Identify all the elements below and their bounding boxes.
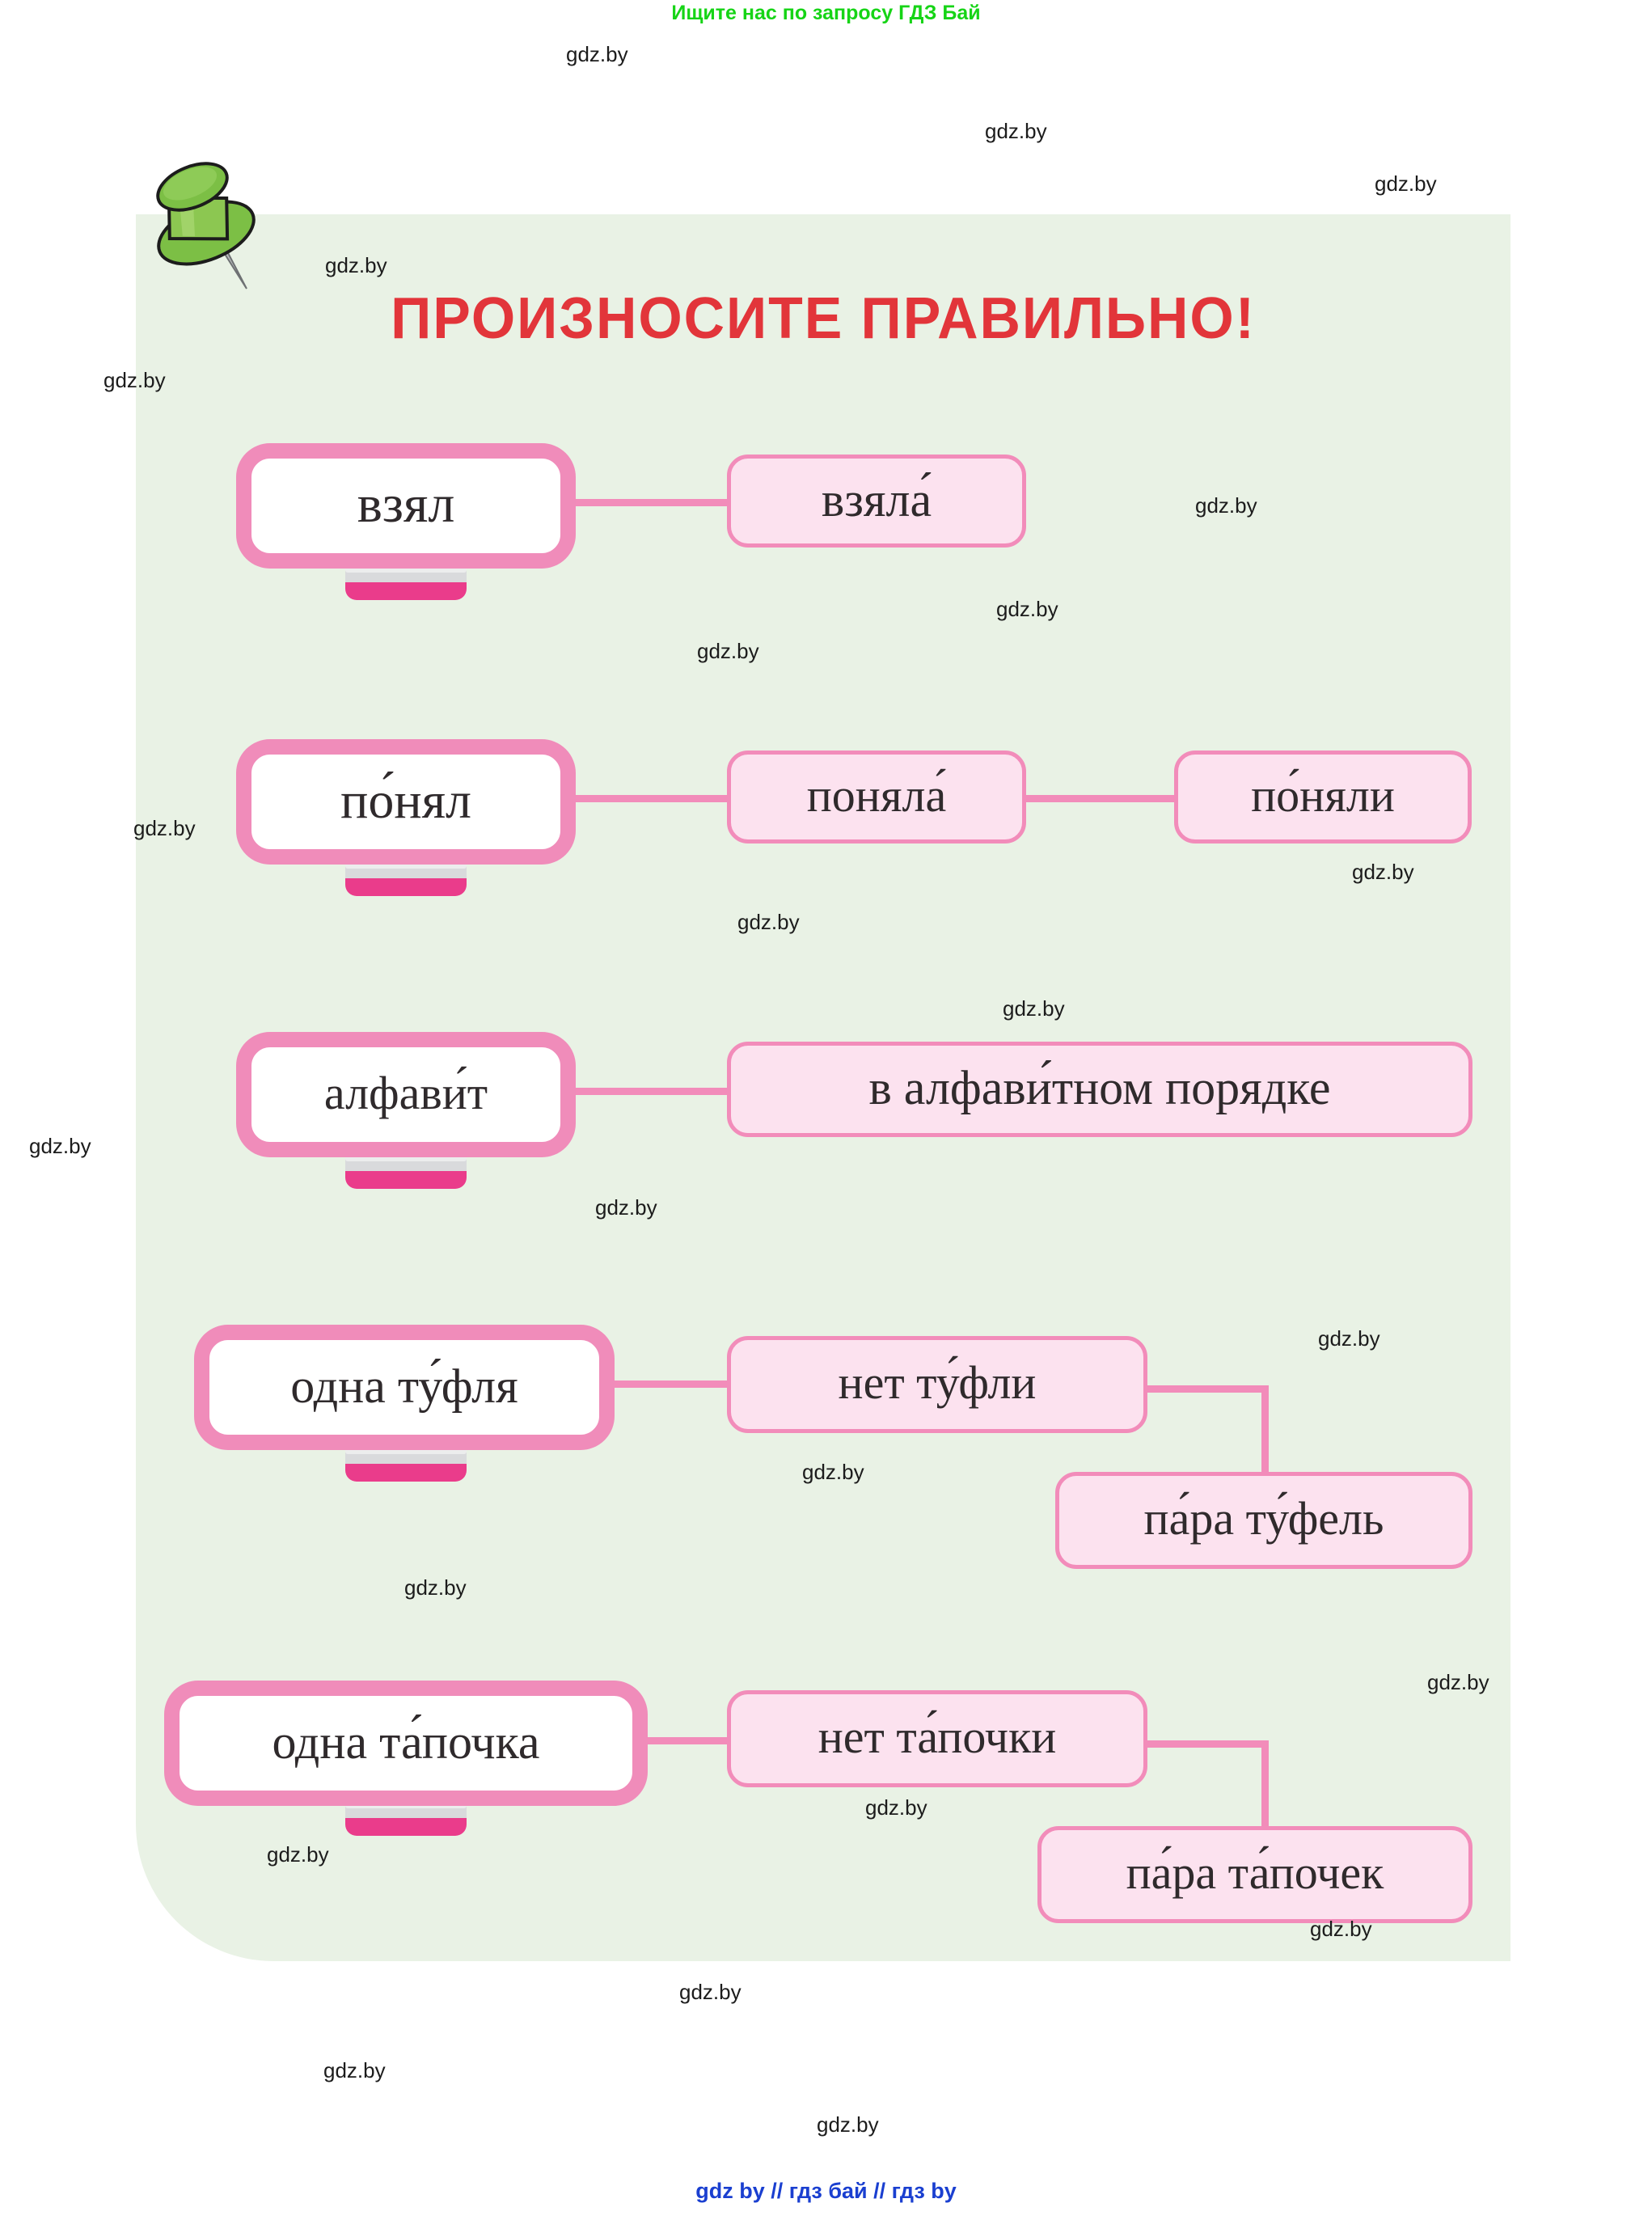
chain-card-3-1[interactable]: в алфави́тном порядке [727, 1042, 1472, 1137]
stand-highlight [345, 566, 467, 573]
watermark-15: gdz.by [802, 1460, 864, 1484]
watermark-16: gdz.by [404, 1575, 467, 1600]
card-stand-3 [345, 1155, 467, 1189]
stand-base [345, 582, 467, 600]
pushpin-icon [142, 150, 271, 291]
stand-base [345, 1171, 467, 1189]
connector-2a [572, 795, 733, 802]
main-word-card-5[interactable]: одна та́почка [164, 1681, 648, 1806]
connector-4b-horizontal [1143, 1385, 1269, 1393]
chain-word-text-5-2: па́ра та́почек [1126, 1846, 1384, 1899]
chain-word-text-1-1: взяла́ [821, 472, 932, 526]
watermark-0: gdz.by [566, 42, 628, 66]
watermark-3: gdz.by [325, 253, 387, 277]
card-stand-4 [345, 1448, 467, 1482]
watermark-11: gdz.by [1003, 996, 1065, 1021]
watermark-2: gdz.by [1375, 171, 1437, 196]
main-word-card-2[interactable]: по́нял [236, 739, 576, 865]
watermark-22: gdz.by [323, 2058, 386, 2082]
watermark-4: gdz.by [104, 368, 166, 392]
card-stand-2 [345, 862, 467, 896]
chain-word-text-2-2: по́няли [1251, 768, 1395, 822]
stand-highlight [345, 1155, 467, 1161]
watermark-7: gdz.by [697, 639, 759, 663]
connector-5b-vertical [1261, 1740, 1269, 1833]
chain-word-text-5-1: нет та́почки [818, 1710, 1057, 1763]
chain-word-text-3-1: в алфави́тном порядке [868, 1061, 1331, 1114]
stand-highlight [345, 1448, 467, 1454]
main-word-text-5: одна та́почка [272, 1715, 540, 1769]
card-stand-5 [345, 1802, 467, 1836]
watermark-23: gdz.by [817, 2112, 879, 2137]
stand-highlight [345, 862, 467, 869]
chain-word-text-2-1: поняла́ [806, 768, 947, 822]
chain-card-2-1[interactable]: поняла́ [727, 750, 1026, 844]
page-title: ПРОИЗНОСИТЕ ПРАВИЛЬНО! [391, 286, 1256, 351]
connector-1a [572, 499, 733, 506]
watermark-17: gdz.by [1427, 1670, 1489, 1694]
connector-3a [572, 1088, 733, 1095]
stand-base [345, 878, 467, 896]
site-footer-links[interactable]: gdz by // гдз бай // гдз by [695, 2179, 957, 2203]
watermark-20: gdz.by [1310, 1917, 1372, 1941]
stand-base [345, 1464, 467, 1482]
stand-base [345, 1818, 467, 1836]
connector-4a [611, 1380, 733, 1388]
watermark-12: gdz.by [29, 1134, 91, 1158]
watermark-18: gdz.by [865, 1795, 927, 1820]
watermark-9: gdz.by [1352, 860, 1414, 884]
chain-card-4-2[interactable]: па́ра ту́фель [1055, 1472, 1472, 1569]
watermark-14: gdz.by [1318, 1326, 1380, 1351]
main-word-text-3: алфави́т [323, 1066, 488, 1119]
chain-word-text-4-1: нет ту́фли [838, 1356, 1037, 1409]
watermark-21: gdz.by [679, 1980, 741, 2004]
connector-5a [644, 1737, 734, 1744]
main-word-text-1: взял [357, 474, 455, 534]
main-word-text-4: одна ту́фля [290, 1359, 518, 1413]
watermark-13: gdz.by [595, 1195, 657, 1220]
chain-word-text-4-2: па́ра ту́фель [1143, 1492, 1384, 1545]
card-stand-1 [345, 566, 467, 600]
chain-card-5-1[interactable]: нет та́почки [727, 1690, 1147, 1787]
chain-card-2-2[interactable]: по́няли [1174, 750, 1472, 844]
chain-card-1-1[interactable]: взяла́ [727, 455, 1026, 548]
connector-2b [1022, 795, 1180, 802]
watermark-8: gdz.by [133, 816, 196, 840]
main-word-card-1[interactable]: взял [236, 443, 576, 569]
main-word-card-4[interactable]: одна ту́фля [194, 1325, 615, 1450]
main-word-text-2: по́нял [340, 771, 471, 829]
connector-5b-horizontal [1143, 1740, 1269, 1748]
connector-4b-vertical [1261, 1385, 1269, 1478]
chain-card-4-1[interactable]: нет ту́фли [727, 1336, 1147, 1433]
watermark-1: gdz.by [985, 119, 1047, 143]
watermark-19: gdz.by [267, 1842, 329, 1867]
main-word-card-3[interactable]: алфави́т [236, 1032, 576, 1157]
chain-card-5-2[interactable]: па́ра та́почек [1037, 1826, 1472, 1923]
watermark-6: gdz.by [996, 597, 1058, 621]
watermark-10: gdz.by [737, 910, 800, 934]
watermark-5: gdz.by [1195, 493, 1257, 518]
site-promo-banner: Ищите нас по запросу ГДЗ Бай [671, 2, 981, 24]
